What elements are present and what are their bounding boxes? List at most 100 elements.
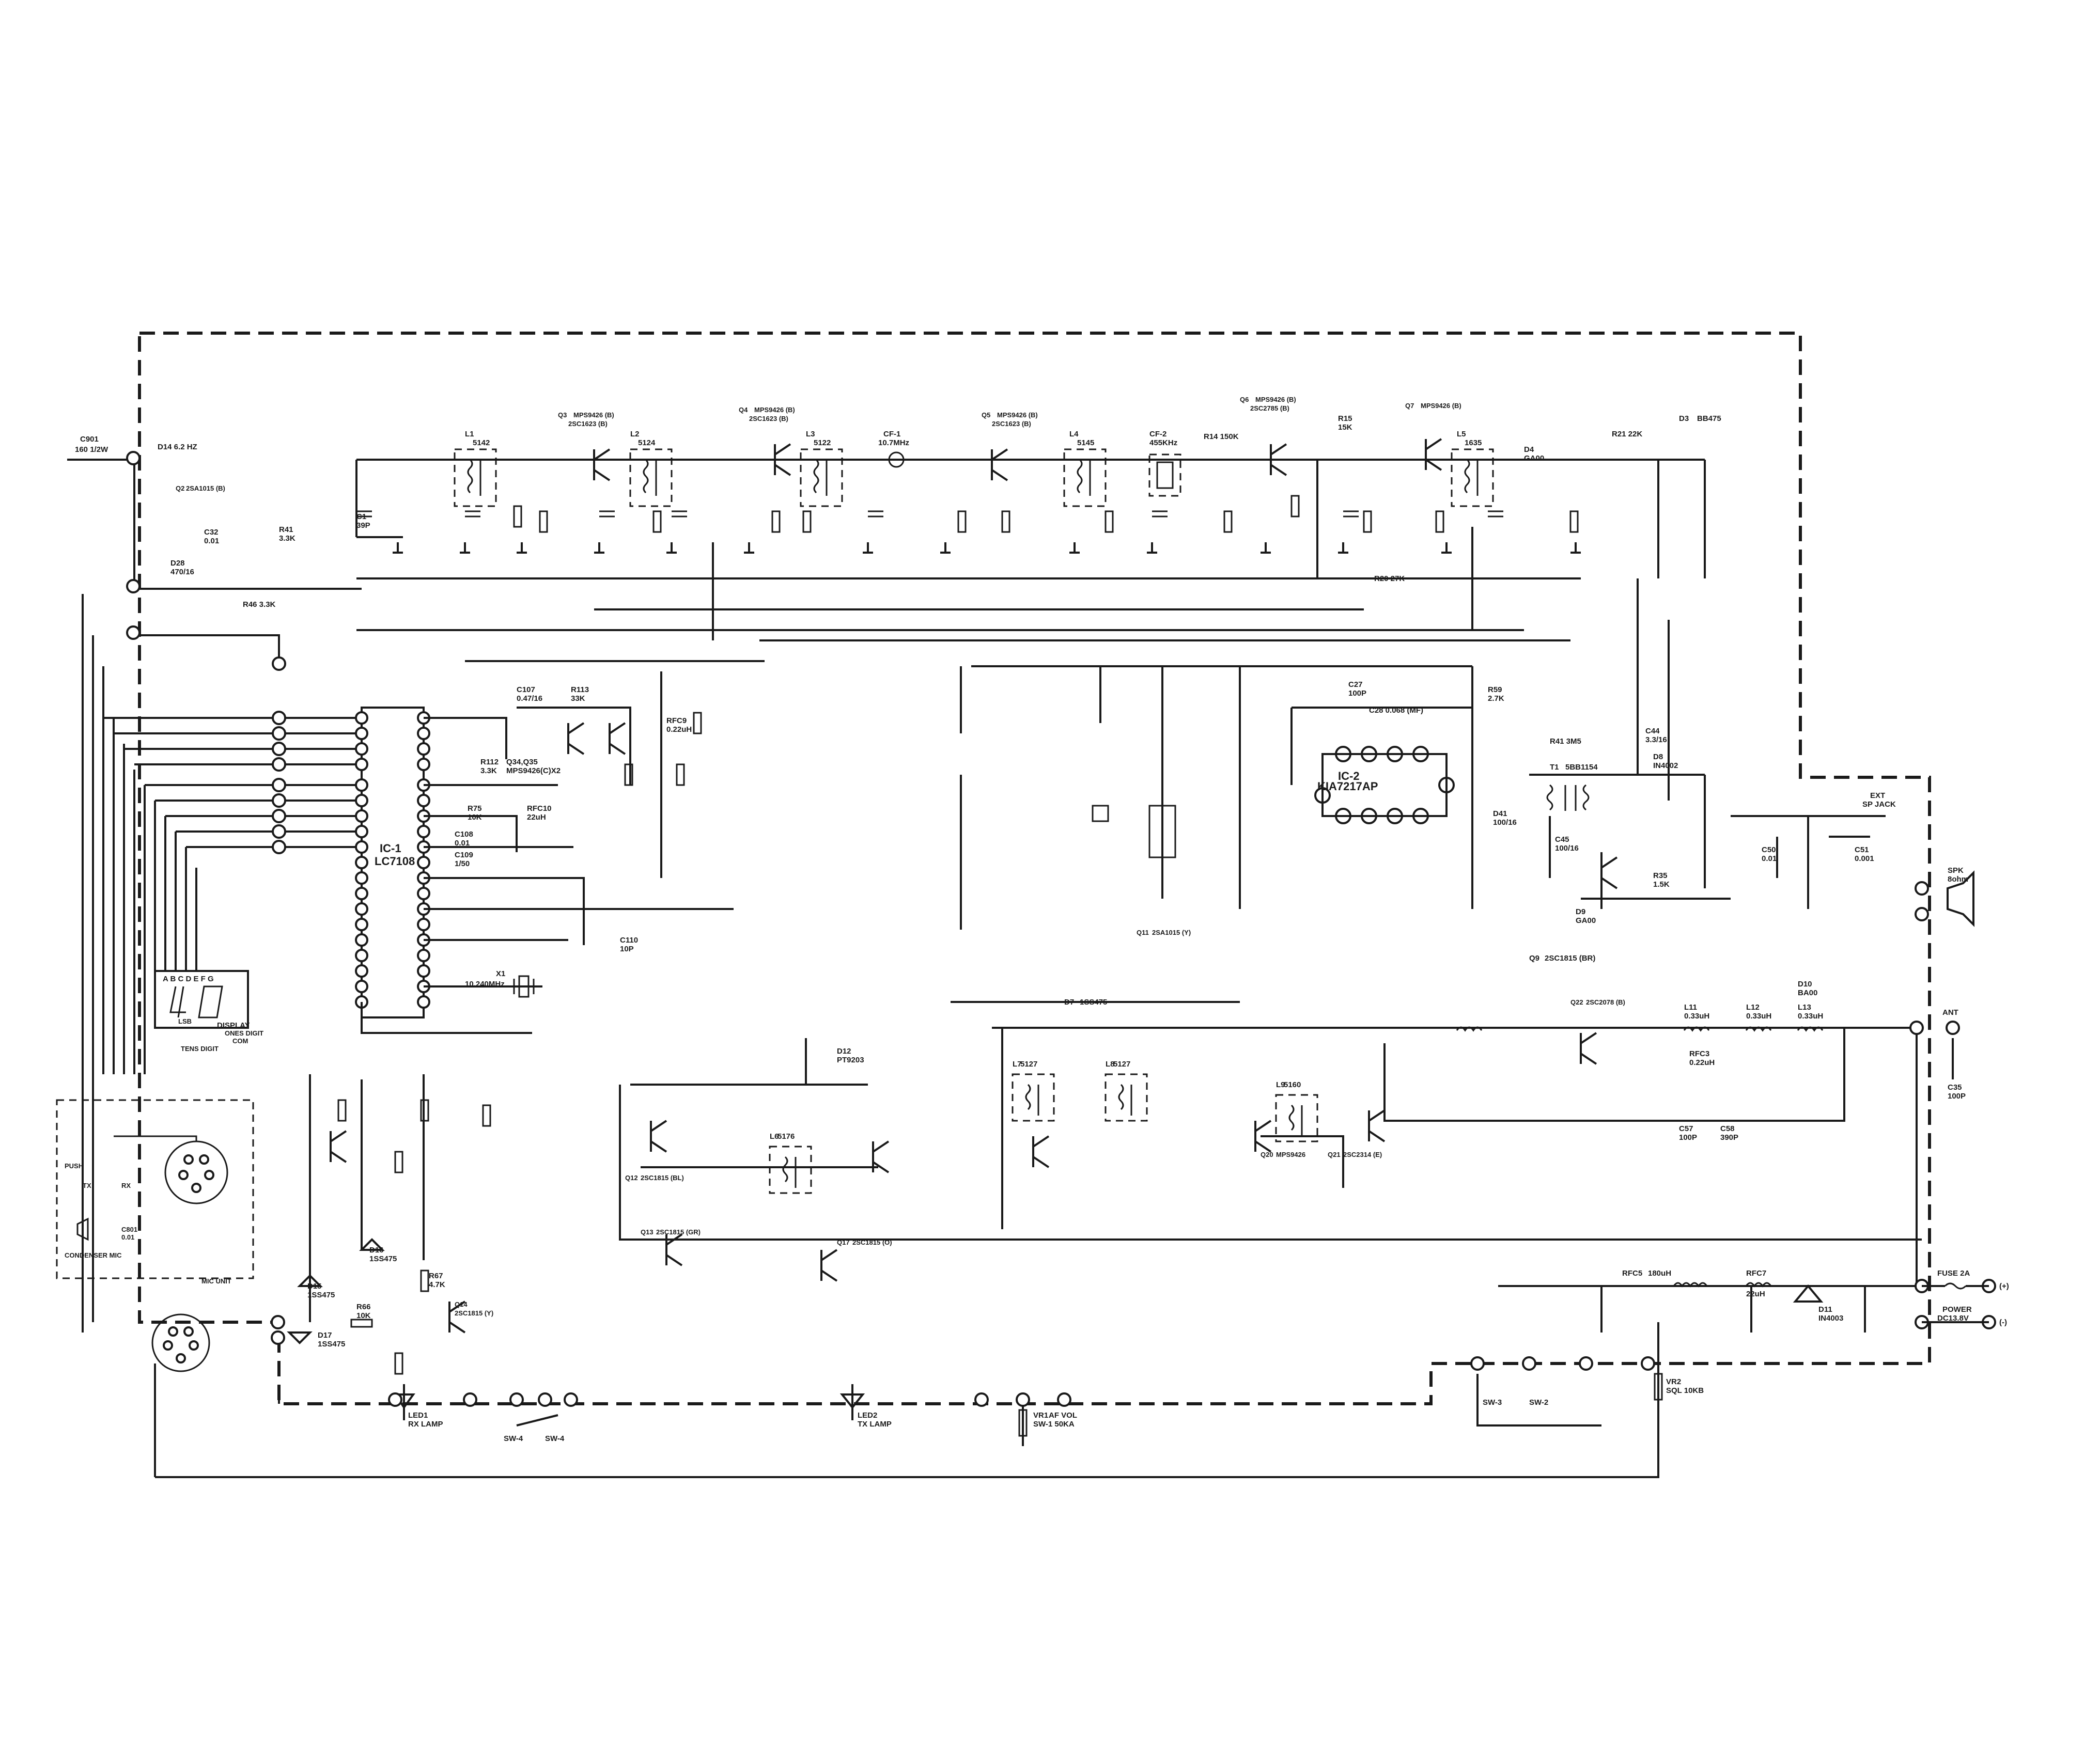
c27-label: C27 (1348, 680, 1363, 689)
q34-label: Q34,Q35 (506, 758, 538, 766)
r15-val: 15K (1338, 423, 1352, 432)
q14-part: 2SC1815 (Y) (455, 1309, 493, 1317)
ic1-pins-left (355, 711, 368, 1009)
c45-val: 100/16 (1555, 844, 1579, 853)
c109-label: C109 (455, 851, 473, 859)
r75-val: 10K (468, 813, 482, 822)
c32-label: C32 (204, 528, 219, 537)
ant-label: ANT (1942, 1008, 1958, 1017)
l11-val: 0.33uH (1684, 1012, 1709, 1021)
r41b-label: R41 3M5 (1550, 737, 1581, 746)
q13-part: 2SC1815 (GR) (656, 1228, 701, 1236)
c107-val: 0.47/16 (517, 694, 542, 703)
c51-label: C51 (1855, 845, 1869, 854)
q6-ref: Q6 (1240, 396, 1249, 403)
c901-label: C901 (80, 435, 99, 444)
c32-val: 0.01 (204, 537, 219, 545)
power-section (839, 1279, 1996, 1456)
rfc5-label: RFC5 (1622, 1269, 1642, 1278)
c28-label: C28 0.068 (MF) (1369, 706, 1423, 715)
d28-label: D28 (170, 559, 185, 568)
l13-val: 0.33uH (1798, 1012, 1823, 1021)
l4-val: 5145 (1077, 438, 1094, 447)
r112-val: 3.3K (480, 766, 497, 775)
cf2-val: 455KHz (1149, 438, 1177, 447)
c45-label: C45 (1555, 835, 1569, 844)
q20-part: MPS9426 (1276, 1151, 1305, 1158)
sw3-label: SW-3 (1483, 1398, 1502, 1407)
r113-label: R113 (571, 685, 589, 694)
l6-label: L6 (770, 1132, 779, 1141)
c57-val: 100P (1679, 1133, 1697, 1142)
tx-chain (619, 1001, 1960, 1286)
lcd-tens-digit: TENS DIGIT (181, 1045, 219, 1053)
d7-val: 1SS475 (1080, 998, 1107, 1007)
c110-label: C110 (620, 936, 638, 945)
x1-freq: 10.240MHz (465, 980, 505, 989)
vr1-val: AF VOL (1049, 1411, 1077, 1420)
led2-val: TX LAMP (858, 1420, 892, 1429)
d4-label: D4 (1524, 445, 1534, 454)
l11-label: L11 (1684, 1003, 1697, 1012)
lcd-segments-label: A B C D E F G (163, 975, 214, 983)
q7-ref: Q7 (1405, 402, 1414, 410)
c35-label: C35 (1948, 1083, 1962, 1092)
d41-label: D41 (1493, 809, 1507, 818)
d12-label: D12 (837, 1047, 851, 1056)
sw4-label: SW-4 (504, 1434, 523, 1443)
mic-unit-label: MIC UNIT (201, 1277, 231, 1285)
connector-nodes-left (126, 451, 286, 854)
power-label: POWER (1942, 1305, 1972, 1314)
ic1-part: LC7108 (375, 855, 415, 868)
vr1-sub: SW-1 50KA (1033, 1420, 1075, 1429)
l2-label: L2 (630, 430, 640, 438)
c58-label: C58 (1720, 1124, 1735, 1133)
ic2-label: IC-2 (1338, 770, 1360, 782)
q7-part: MPS9426 (B) (1421, 402, 1461, 410)
l12-label: L12 (1746, 1003, 1760, 1012)
t1-val: 5BB1154 (1565, 763, 1598, 772)
d15-val: 1SS475 (307, 1291, 335, 1299)
d3-label: D3 (1679, 414, 1689, 423)
c1-label: C1 (356, 512, 366, 521)
r46-label: R46 3.3K (243, 600, 276, 609)
d12-val: PT9203 (837, 1056, 864, 1064)
d16-val: 1SS475 (369, 1255, 397, 1263)
led2-label: LED2 (858, 1411, 877, 1420)
rfc7-label: RFC7 (1746, 1269, 1766, 1278)
r67-val: 4.7K (429, 1280, 445, 1289)
sw4-label-2: SW-4 (545, 1434, 565, 1443)
r75-label: R75 (468, 804, 482, 813)
r112-label: R112 (480, 758, 499, 766)
d16-label: D16 (369, 1246, 384, 1255)
rfc5-val: 180uH (1648, 1269, 1671, 1278)
rfc3-label: RFC3 (1689, 1049, 1709, 1058)
transistor-labels: Q3 MPS9426 (B) 2SC1623 (B) Q4 MPS9426 (B… (176, 396, 1625, 1317)
rf-chain (355, 438, 1706, 801)
c27-val: 100P (1348, 689, 1366, 698)
q17-part: 2SC1815 (O) (852, 1239, 892, 1246)
c901-val: 160 1/2W (75, 445, 108, 454)
power-val: DC13.8V (1937, 1314, 1969, 1323)
mic-c801-label: C801 (121, 1226, 137, 1233)
q6-alt: 2SC2785 (B) (1250, 404, 1289, 412)
rfc9-val: 0.22uH (666, 725, 692, 734)
d41-val: 100/16 (1493, 818, 1517, 827)
q4-ref: Q4 (739, 406, 748, 414)
vr2-label: VR2 (1666, 1377, 1681, 1386)
mic-push-label: PUSH (65, 1162, 83, 1170)
mic-condenser-label: CONDENSER MIC (65, 1251, 122, 1259)
r14-label: R14 150K (1204, 432, 1239, 441)
d17-val: 1SS475 (318, 1340, 345, 1349)
q17-ref: Q17 (837, 1239, 850, 1246)
q20-ref: Q20 (1261, 1151, 1273, 1158)
c109-val: 1/50 (455, 859, 470, 868)
c1-val: 39P (356, 521, 370, 530)
d28-val: 470/16 (170, 568, 194, 576)
q22-ref: Q22 (1570, 998, 1583, 1006)
labels: C901 160 1/2W D14 6.2 HZ L1 5142 L2 5124… (75, 414, 2009, 1443)
ic1-chip (355, 707, 734, 1034)
rfc10-label: RFC10 (527, 804, 552, 813)
l5-val: 1635 (1465, 438, 1482, 447)
spk-val: 8ohm (1948, 875, 1968, 884)
